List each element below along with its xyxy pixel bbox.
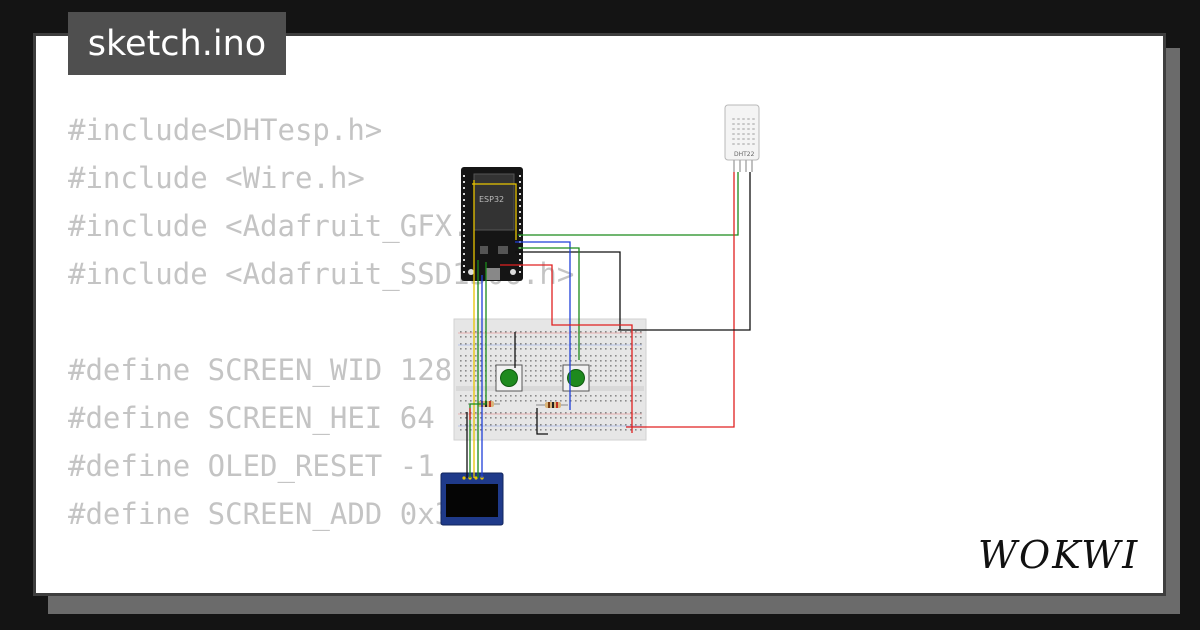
project-preview-card: #include<DHTesp.h> #include <Wire.h> #incl… [33,33,1166,596]
wires [466,172,751,478]
esp32-label: ESP32 [479,195,504,204]
code-line: #define SCREEN_HEI 64 [68,401,435,435]
breadboard[interactable] [453,318,647,441]
oled-display[interactable] [440,472,504,526]
dht22-label: DHT22 [734,151,755,158]
push-button-2[interactable] [562,364,590,392]
dht22-sensor[interactable]: DHT22 [724,104,760,172]
code-preview: #include<DHTesp.h> #include <Wire.h> #incl… [68,106,574,593]
resistor-2[interactable] [536,402,568,408]
wokwi-logo: WOKWI [978,533,1139,577]
code-line: #define OLED_RESET -1 [68,449,435,483]
code-line: #define SCREEN_WID 128 [68,353,453,387]
push-button-1[interactable] [495,364,523,392]
file-name-tab[interactable]: sketch.ino [68,12,286,75]
code-line: #include<DHTesp.h> [68,113,383,147]
code-line: #include <Wire.h> [68,161,365,195]
code-line: #include <Adafruit_GFX.h> [68,209,505,243]
wokwi-logo-text: WOKWI [978,533,1139,577]
